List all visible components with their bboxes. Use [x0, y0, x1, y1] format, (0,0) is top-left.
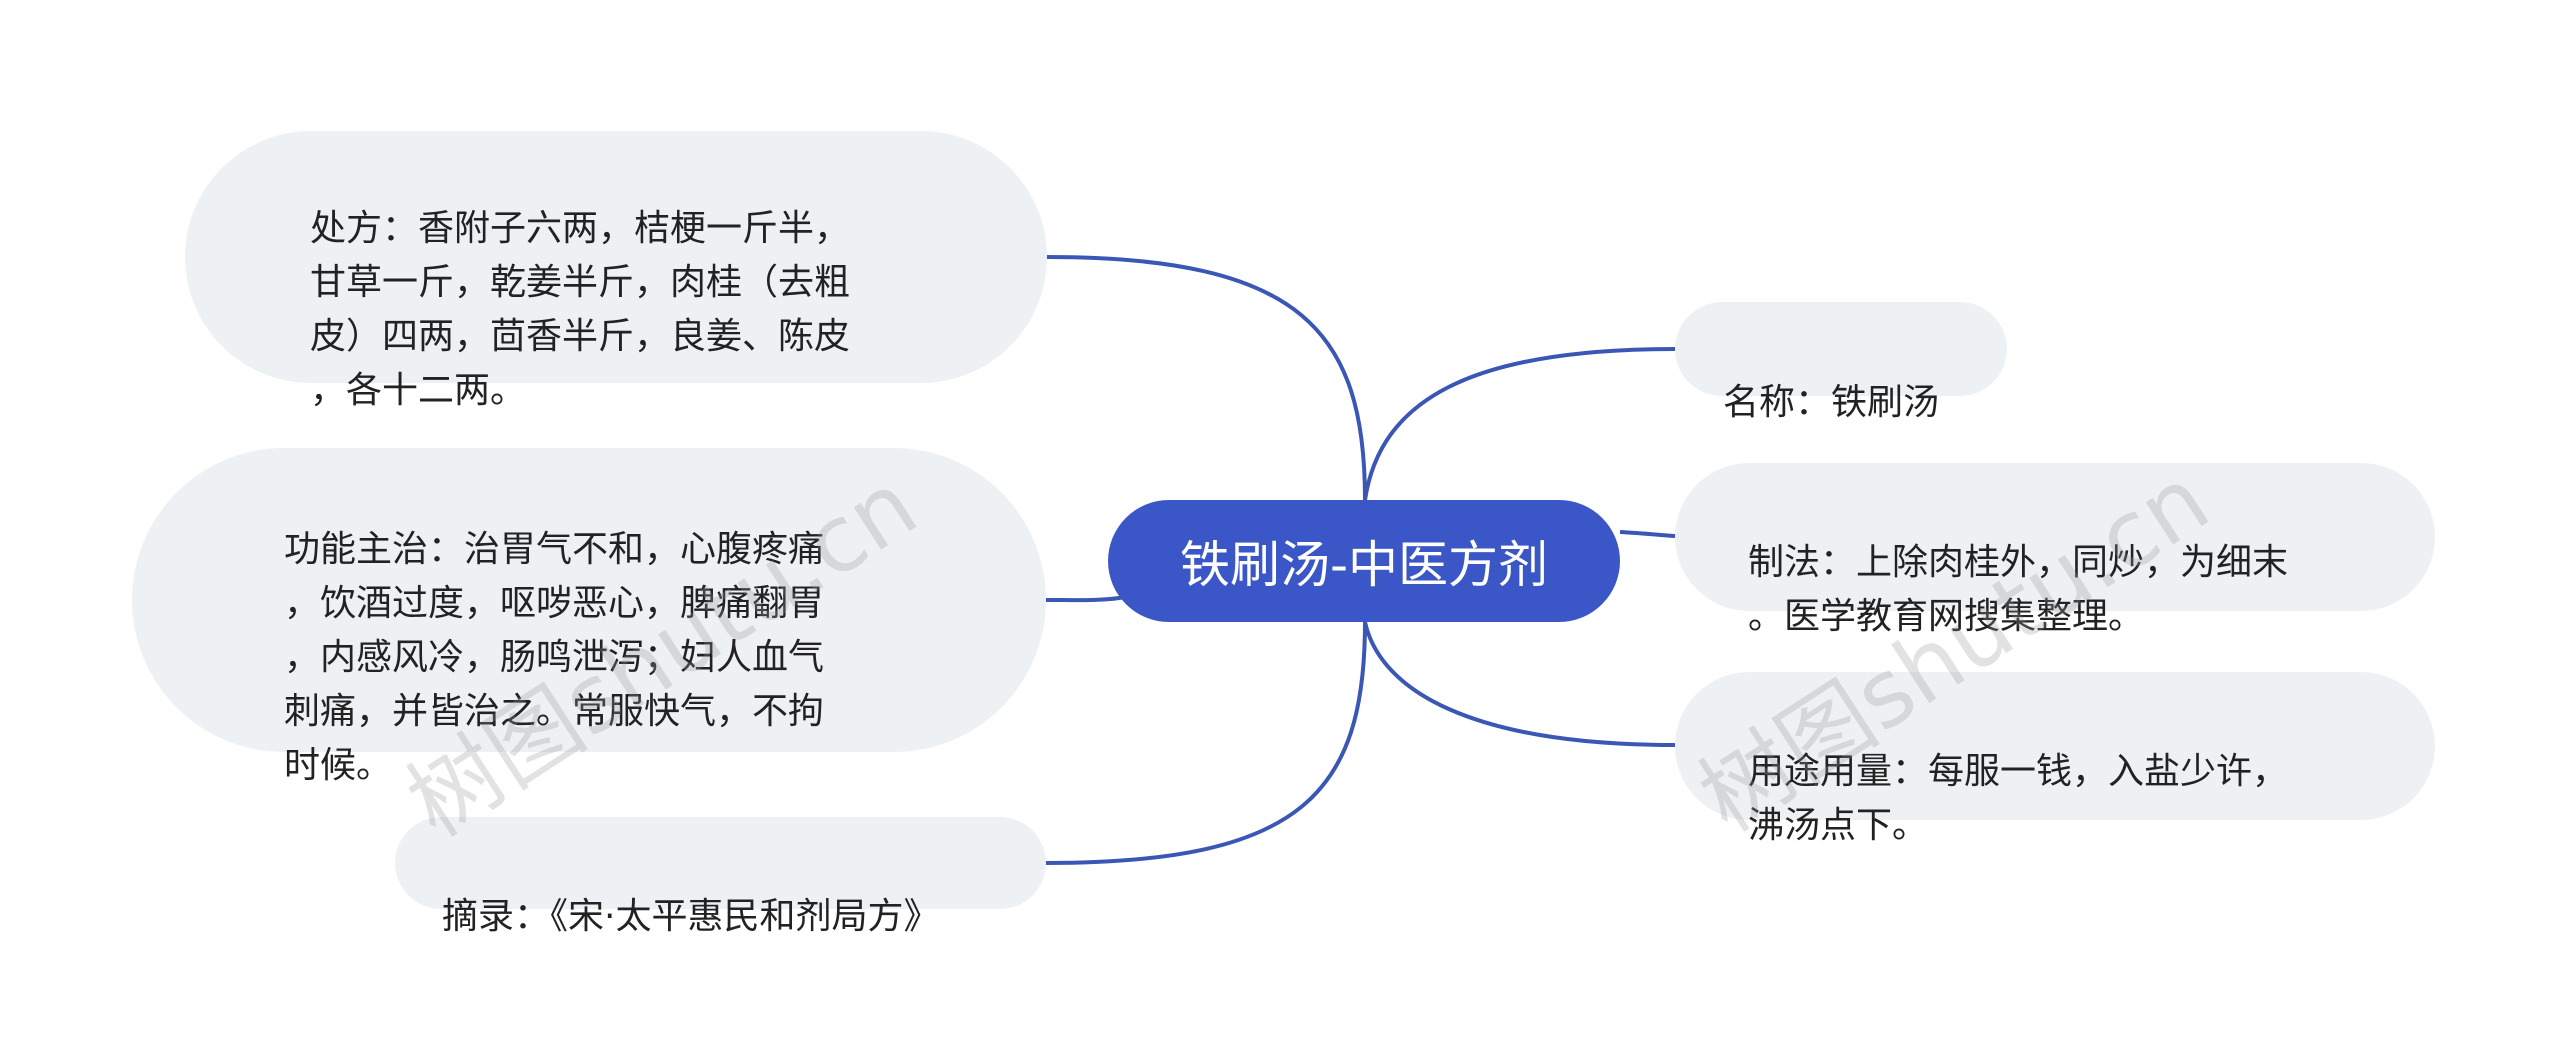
topic-indications-text: 功能主治：治胃气不和，心腹疼痛 ，饮酒过度，呕哕恶心，脾痛翻胃 ，内感风冷，肠鸣… [284, 529, 825, 786]
connector-zhifa [1619, 530, 1676, 538]
topic-indications[interactable]: 功能主治：治胃气不和，心腹疼痛 ，饮酒过度，呕哕恶心，脾痛翻胃 ，内感风冷，肠鸣… [132, 448, 1046, 786]
connector-yongtu [1363, 621, 1676, 747]
connector-chufang [1046, 255, 1367, 501]
topic-prescription-text: 处方：香附子六两，桔梗一斤半， 甘草一斤，乾姜半斤，肉桂（去粗 皮）四两，茴香半… [310, 208, 851, 411]
topic-usage-dosage[interactable]: 用途用量：每服一钱，入盐少许， 沸汤点下。 [1675, 672, 2435, 846]
connector-zhailu [1045, 621, 1367, 865]
topic-name[interactable]: 名称：铁刷汤 [1675, 302, 2007, 423]
root-topic-label: 铁刷汤-中医方剂 [1179, 536, 1549, 594]
connector-mingcheng [1363, 347, 1676, 501]
topic-source[interactable]: 摘录：《宋·太平惠民和剂局方》 [395, 817, 1046, 937]
topic-preparation[interactable]: 制法：上除肉桂外，同炒，为细末 。医学教育网搜集整理。 [1675, 463, 2435, 637]
topic-name-text: 名称：铁刷汤 [1723, 382, 1940, 423]
topic-usage-dosage-text: 用途用量：每服一钱，入盐少许， 沸汤点下。 [1748, 751, 2289, 846]
connector-gongneng [1045, 595, 1126, 603]
root-topic[interactable]: 铁刷汤-中医方剂 [1108, 500, 1620, 622]
topic-preparation-text: 制法：上除肉桂外，同炒，为细末 。医学教育网搜集整理。 [1748, 542, 2289, 637]
topic-source-text: 摘录：《宋·太平惠民和剂局方》 [442, 896, 940, 937]
topic-prescription[interactable]: 处方：香附子六两，桔梗一斤半， 甘草一斤，乾姜半斤，肉桂（去粗 皮）四两，茴香半… [185, 131, 1047, 411]
